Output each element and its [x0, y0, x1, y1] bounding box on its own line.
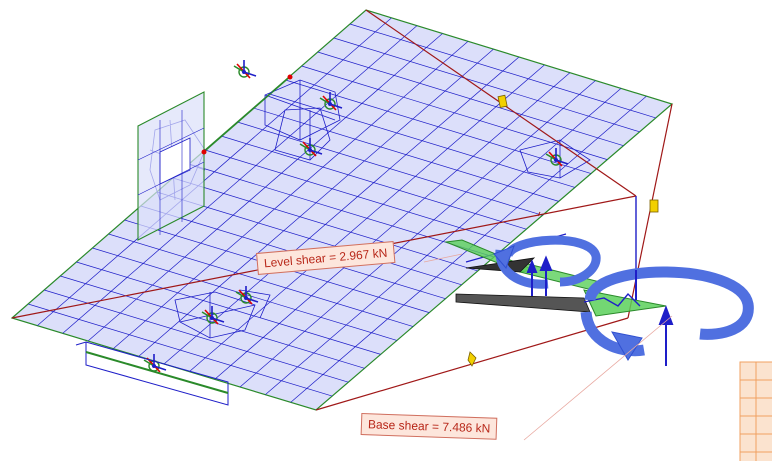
section-marker-icon[interactable]	[497, 94, 508, 108]
mesh-line	[214, 72, 571, 380]
support-node-icon[interactable]	[545, 148, 569, 167]
moment-arrow-icon[interactable]	[493, 235, 601, 289]
base-shear-diagram[interactable]	[455, 289, 667, 317]
slab-mesh	[27, 17, 656, 403]
beam-line[interactable]	[203, 76, 291, 153]
support-node-icon[interactable]	[233, 60, 257, 79]
mesh-line	[37, 17, 392, 326]
support-nodes	[143, 60, 569, 373]
callout-leaders	[423, 253, 673, 441]
mesh-line	[138, 48, 494, 357]
mesh-line	[239, 80, 596, 388]
mesh-line	[113, 41, 469, 349]
support-node-icon[interactable]	[235, 286, 259, 305]
adjacent-structure-corner	[739, 361, 772, 461]
node-marker[interactable]	[287, 74, 293, 80]
support-node-icon[interactable]	[299, 138, 323, 157]
mesh-line	[265, 88, 622, 395]
mesh-line	[87, 33, 443, 342]
floor-slab[interactable]	[10, 9, 674, 411]
force-arrow-icon[interactable]	[526, 255, 674, 366]
mesh-line	[163, 56, 520, 365]
foundation-beam[interactable]	[75, 341, 229, 406]
section-marker-icon[interactable]	[467, 351, 477, 367]
node-marker[interactable]	[201, 149, 207, 155]
wall-panel[interactable]	[137, 91, 205, 241]
support-node-icon[interactable]	[201, 306, 225, 325]
mesh-line	[62, 25, 418, 334]
section-marker-icon[interactable]	[649, 199, 659, 213]
base-shear-label[interactable]: Base shear = 7.486 kN	[360, 413, 498, 440]
support-node-icon[interactable]	[319, 92, 343, 111]
moment-arrow-icon[interactable]	[580, 266, 754, 361]
